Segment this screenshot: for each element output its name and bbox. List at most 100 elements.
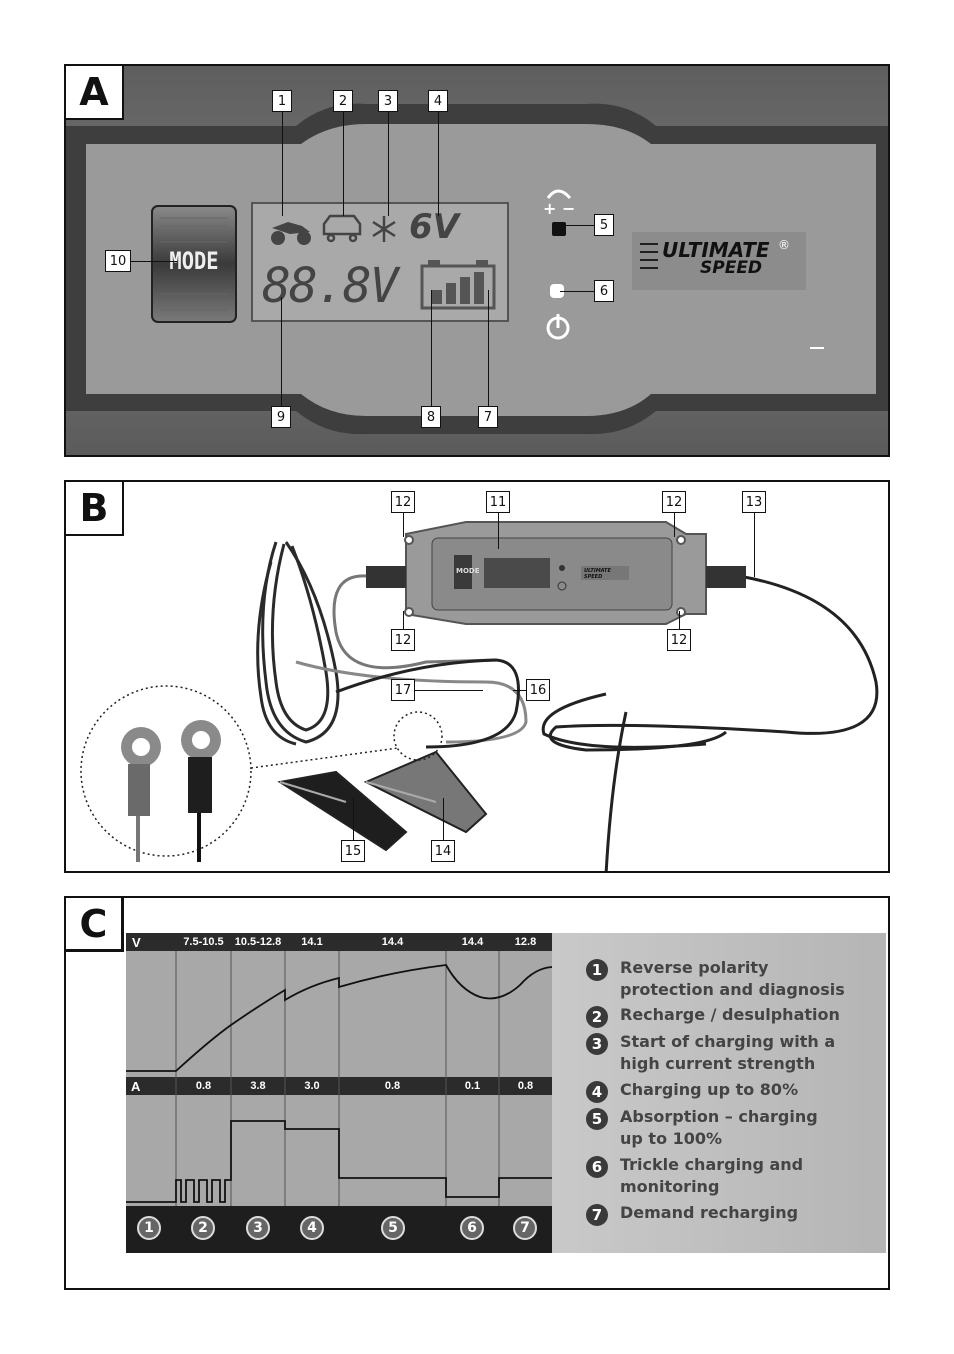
- phase-1: 1: [137, 1216, 161, 1240]
- phase-7: 7: [513, 1216, 537, 1240]
- voltage-label-2: 7.5-10.5: [183, 936, 224, 948]
- brand-logo: ULTIMATE SPEED ®: [662, 238, 802, 278]
- charger-front-photo: + −: [66, 66, 888, 455]
- lcd-voltage-reading: 88.8V: [262, 258, 398, 314]
- callout-6: 6: [594, 280, 614, 302]
- leader-14: [443, 798, 444, 840]
- leader-16: [513, 690, 526, 691]
- legend-text: Charging up to 80%: [620, 1080, 799, 1099]
- legend-text: Recharge / desulphation: [620, 1005, 840, 1024]
- leader-2: [343, 112, 344, 216]
- leader-6: [560, 291, 594, 292]
- legend-text: Reverse polarity protection and diagnosi…: [620, 958, 845, 999]
- current-label-6: 0.1: [464, 1080, 481, 1092]
- panel-b-label: B: [66, 482, 124, 536]
- callout-13: 13: [742, 491, 766, 513]
- voltage-label-7: 12.8: [514, 936, 537, 948]
- legend-text: Start of charging with a high current st…: [620, 1032, 836, 1073]
- callout-15: 15: [341, 840, 365, 862]
- legend-item-1: 1 Reverse polarity protection and diagno…: [586, 957, 845, 1001]
- legend-number: 4: [586, 1081, 608, 1103]
- panel-a-label: A: [66, 66, 124, 120]
- leader-13: [754, 513, 755, 577]
- callout-5: 5: [594, 214, 614, 236]
- legend-number: 3: [586, 1033, 608, 1055]
- callout-4: 4: [428, 90, 448, 112]
- legend-number: 2: [586, 1006, 608, 1028]
- callout-12-bottom-right: 12: [667, 629, 691, 651]
- current-label-4: 3.0: [304, 1080, 320, 1092]
- phase-3: 3: [246, 1216, 270, 1240]
- leader-17: [415, 690, 483, 691]
- callout-14: 14: [431, 840, 455, 862]
- voltage-label-3: 10.5-12.8: [234, 936, 282, 948]
- phase-4: 4: [300, 1216, 324, 1240]
- callout-12-top-left: 12: [391, 491, 415, 513]
- registered-mark: ®: [778, 238, 790, 252]
- callout-2: 2: [333, 90, 353, 112]
- leader-7: [488, 290, 489, 406]
- legend-text: Trickle charging and monitoring: [620, 1155, 804, 1196]
- leader-10: [131, 261, 177, 262]
- legend-item-3: 3 Start of charging with a high current …: [586, 1031, 835, 1075]
- callout-17: 17: [391, 679, 415, 701]
- svg-text:+ −: + −: [543, 199, 575, 218]
- callout-11: 11: [486, 491, 510, 513]
- voltage-label-4: 14.1: [301, 936, 323, 948]
- voltage-axis-label: V: [132, 935, 141, 950]
- callout-9: 9: [271, 406, 291, 428]
- leader-1: [282, 112, 283, 216]
- current-label-7: 0.8: [517, 1080, 534, 1092]
- legend-text: Demand recharging: [620, 1203, 799, 1222]
- callout-3: 3: [378, 90, 398, 112]
- phase-6: 6: [460, 1216, 484, 1240]
- callout-12-bottom-left: 12: [391, 629, 415, 651]
- legend-item-6: 6 Trickle charging and monitoring: [586, 1154, 803, 1198]
- panel-a: + − A MODE 6V 88.8V ULTIMATE SPEED ®: [64, 64, 890, 457]
- current-label-2: 0.8: [195, 1080, 212, 1092]
- callout-16: 16: [526, 679, 550, 701]
- leader-4: [438, 112, 439, 216]
- callout-8: 8: [421, 406, 441, 428]
- callout-10: 10: [105, 250, 131, 272]
- leader-12-bottom-left: [403, 611, 404, 629]
- mode-button[interactable]: MODE: [169, 247, 219, 275]
- voltage-label-5: 14.4: [381, 936, 404, 948]
- leader-15: [353, 798, 354, 840]
- leader-5: [562, 225, 594, 226]
- leader-9: [281, 297, 282, 406]
- legend-number: 7: [586, 1204, 608, 1226]
- legend-number: 6: [586, 1156, 608, 1178]
- leader-12-top-right: [674, 513, 675, 537]
- callout-1: 1: [272, 90, 292, 112]
- legend-item-2: 2 Recharge / desulphation: [586, 1004, 840, 1028]
- phase-2: 2: [191, 1216, 215, 1240]
- small-brand-logo: ULTIMATE SPEED: [584, 568, 611, 580]
- charger-set-photo: [80, 521, 879, 871]
- lcd-voltage-class: 6V: [409, 207, 459, 247]
- leader-12-bottom-right: [679, 611, 680, 629]
- legend-number: 1: [586, 959, 608, 981]
- phase-5: 5: [381, 1216, 405, 1240]
- leader-3: [388, 112, 389, 216]
- leader-11: [498, 513, 499, 549]
- legend-item-5: 5 Absorption – charging up to 100%: [586, 1106, 818, 1150]
- small-mode-button: MODE: [456, 567, 480, 575]
- brand-line-1: ULTIMATE: [662, 238, 770, 262]
- legend-item-7: 7 Demand recharging: [586, 1202, 798, 1226]
- legend-text: Absorption – charging up to 100%: [620, 1107, 818, 1148]
- panel-b: B MODE ULTIMATE SPEED: [64, 480, 890, 873]
- phase-legend: 1 Reverse polarity protection and diagno…: [552, 933, 886, 1253]
- panel-c-label: C: [66, 898, 124, 952]
- leader-12-top-left: [403, 513, 404, 537]
- current-label-3: 3.8: [250, 1080, 266, 1092]
- leader-8: [431, 290, 432, 406]
- legend-number: 5: [586, 1108, 608, 1130]
- callout-12-top-right: 12: [662, 491, 686, 513]
- voltage-label-6: 14.4: [461, 936, 484, 948]
- current-label-5: 0.8: [384, 1080, 401, 1092]
- brand-line-2: SPEED: [700, 258, 763, 278]
- current-axis-label: A: [131, 1079, 141, 1094]
- legend-item-4: 4 Charging up to 80%: [586, 1079, 798, 1103]
- callout-7: 7: [478, 406, 498, 428]
